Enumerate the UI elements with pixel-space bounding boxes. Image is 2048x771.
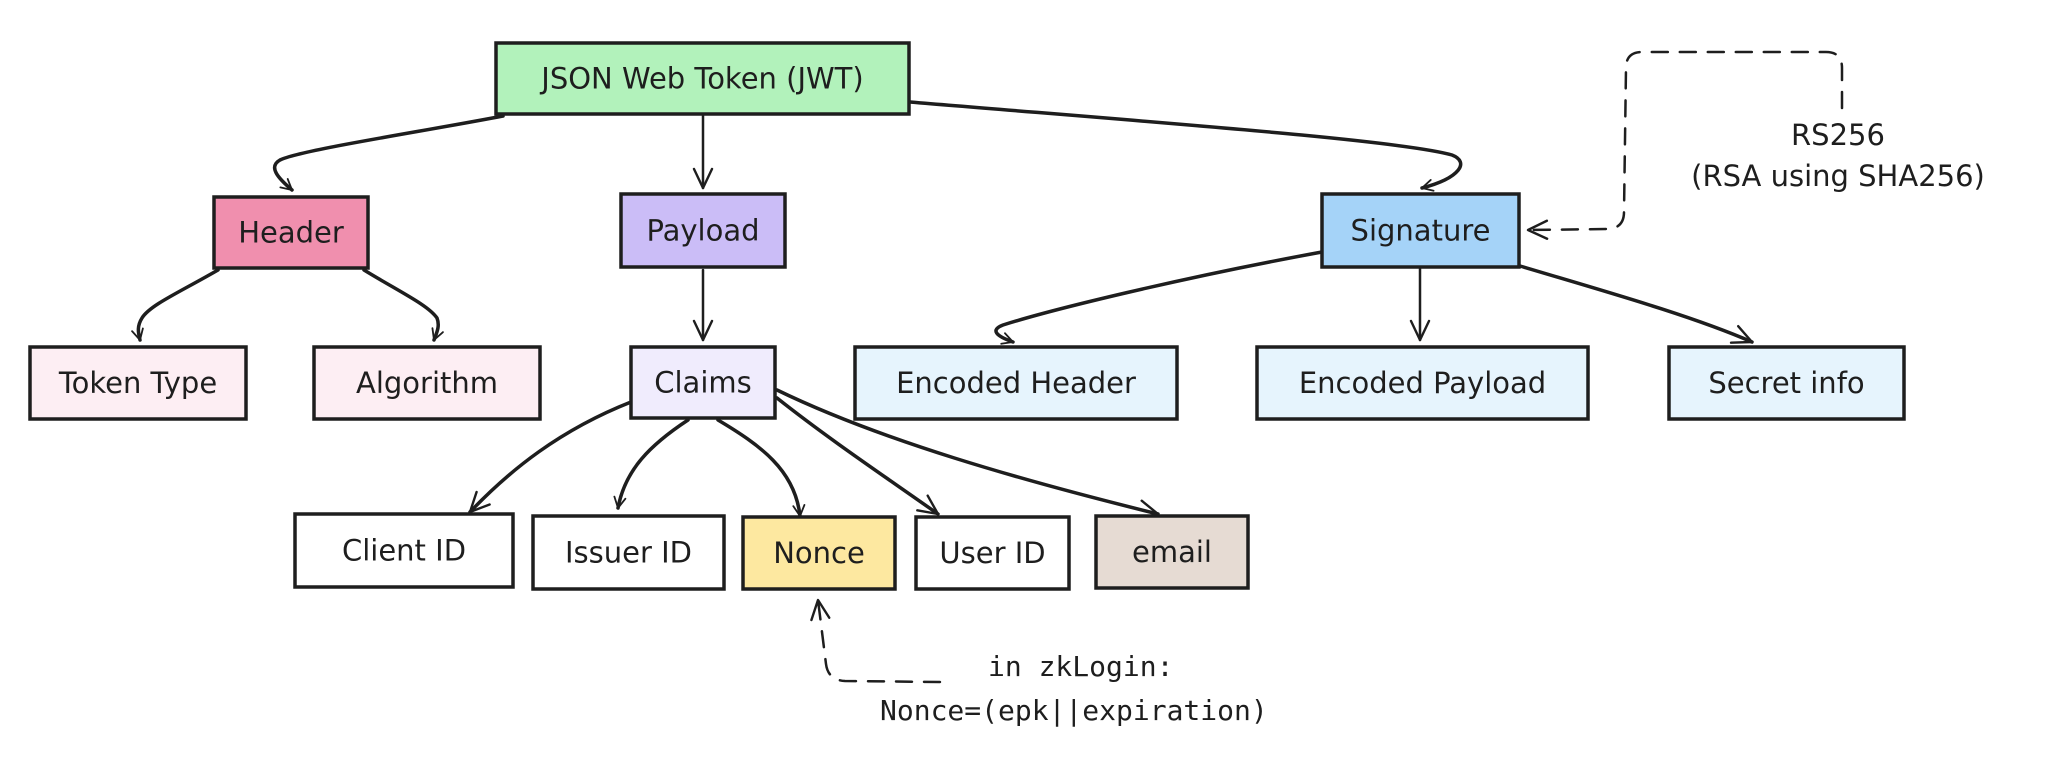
edge-jwt-header <box>273 114 505 192</box>
node-claims[interactable]: Claims <box>629 345 777 420</box>
node-user-id-label: User ID <box>939 536 1045 570</box>
node-issuer-id-box <box>531 514 726 591</box>
node-encoded-payload[interactable]: Encoded Payload <box>1255 345 1590 421</box>
annotation-connectors <box>810 50 1844 684</box>
node-client-id[interactable]: Client ID <box>293 512 515 589</box>
edge-claims-user-id <box>775 396 940 516</box>
edge-claims-client-id <box>468 400 633 514</box>
node-payload-box <box>619 192 787 269</box>
edge-signature-secret-info <box>1518 264 1754 344</box>
nodes: JSON Web Token (JWT) Header Payload Signatu… <box>28 41 1906 591</box>
node-signature-box <box>1320 192 1521 269</box>
node-jwt-label: JSON Web Token (JWT) <box>539 62 863 96</box>
node-payload[interactable]: Payload <box>619 192 787 269</box>
node-encoded-header-label: Encoded Header <box>896 366 1136 400</box>
node-payload-label: Payload <box>646 214 759 248</box>
node-client-id-label: Client ID <box>342 534 466 568</box>
node-claims-label: Claims <box>654 366 752 400</box>
node-issuer-id[interactable]: Issuer ID <box>531 514 726 591</box>
annotation-zklogin: in zkLogin: Nonce=(epk||expiration) <box>880 650 1268 727</box>
node-signature-label: Signature <box>1351 214 1491 248</box>
node-algorithm-label: Algorithm <box>356 366 498 400</box>
node-encoded-header-box <box>853 345 1179 421</box>
node-encoded-payload-label: Encoded Payload <box>1299 366 1546 400</box>
annotation-rs256: RS256 (RSA using SHA256) <box>1691 118 1985 193</box>
node-nonce[interactable]: Nonce <box>741 515 897 591</box>
node-token-type[interactable]: Token Type <box>28 345 248 421</box>
node-signature[interactable]: Signature <box>1320 192 1521 269</box>
node-header-box <box>212 195 370 270</box>
annotation-rs256-line2: (RSA using SHA256) <box>1691 159 1985 193</box>
node-email[interactable]: email <box>1094 514 1250 590</box>
edge-header-algorithm <box>362 268 444 342</box>
dashed-connector-nonce <box>810 598 942 684</box>
node-header[interactable]: Header <box>212 195 370 270</box>
node-token-type-label: Token Type <box>58 366 217 400</box>
node-nonce-label: Nonce <box>773 536 865 570</box>
node-algorithm-box <box>312 345 542 421</box>
node-issuer-id-label: Issuer ID <box>565 536 692 570</box>
node-secret-info[interactable]: Secret info <box>1667 345 1906 421</box>
node-encoded-payload-box <box>1255 345 1590 421</box>
edge-header-token-type <box>131 268 220 342</box>
edge-claims-nonce <box>716 418 806 518</box>
edges <box>131 100 1754 520</box>
node-algorithm[interactable]: Algorithm <box>312 345 542 421</box>
annotation-zklogin-line1: in zkLogin: <box>988 650 1173 683</box>
node-jwt[interactable]: JSON Web Token (JWT) <box>494 41 911 116</box>
node-secret-info-label: Secret info <box>1708 366 1864 400</box>
node-email-label: email <box>1132 535 1212 569</box>
node-token-type-box <box>28 345 248 421</box>
node-secret-info-box <box>1667 345 1906 421</box>
node-jwt-box <box>494 41 911 116</box>
node-encoded-header[interactable]: Encoded Header <box>853 345 1179 421</box>
edge-claims-issuer-id <box>613 418 690 510</box>
node-header-label: Header <box>238 216 344 250</box>
node-user-id[interactable]: User ID <box>914 515 1071 591</box>
edge-signature-encoded-header <box>994 250 1324 345</box>
annotation-zklogin-line2: Nonce=(epk||expiration) <box>880 694 1268 727</box>
node-client-id-box <box>293 512 515 589</box>
edge-jwt-signature <box>908 100 1463 192</box>
annotation-rs256-line1: RS256 <box>1791 118 1885 152</box>
node-nonce-box <box>741 515 897 591</box>
edge-claims-email <box>775 388 1160 520</box>
node-claims-box <box>629 345 777 420</box>
node-email-box <box>1094 514 1250 590</box>
dashed-connector-rs256 <box>1526 50 1844 240</box>
node-user-id-box <box>914 515 1071 591</box>
